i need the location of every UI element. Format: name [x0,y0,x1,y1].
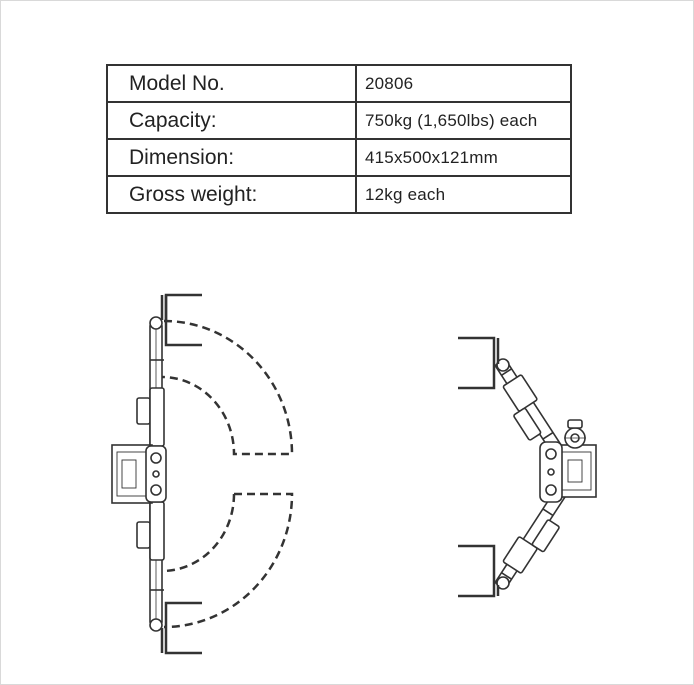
right-dolly-view [458,336,597,598]
spec-row-gross-weight: Gross weight: 12kg each [106,175,572,214]
swing-arc-lower [161,492,294,629]
spec-row-dimension: Dimension: 415x500x121mm [106,138,572,177]
swing-arc-upper [161,319,294,456]
caster-wheel [564,419,586,449]
pivot-joint [496,358,510,372]
pivot-joint [149,618,163,632]
pivot-joint [149,316,163,330]
spec-table: Model No. 20806 Capacity: 750kg (1,650lb… [106,64,572,214]
left-dolly-view [111,293,294,655]
spec-row-capacity: Capacity: 750kg (1,650lbs) each [106,101,572,140]
spec-label: Capacity: [106,101,357,140]
spec-label: Model No. [106,64,357,103]
pivot-joint [496,576,510,590]
spec-value: 750kg (1,650lbs) each [355,101,572,140]
lower-fork [458,544,500,598]
spec-value: 415x500x121mm [355,138,572,177]
spec-row-model: Model No. 20806 [106,64,572,103]
upper-fork [160,293,202,347]
spec-label: Gross weight: [106,175,357,214]
spec-value: 12kg each [355,175,572,214]
upper-fork [458,336,500,390]
lower-fork [160,601,202,655]
spec-value: 20806 [355,64,572,103]
roller-bracket [136,397,151,425]
roller-bracket [136,521,151,549]
spec-label: Dimension: [106,138,357,177]
lower-arm [494,488,567,590]
